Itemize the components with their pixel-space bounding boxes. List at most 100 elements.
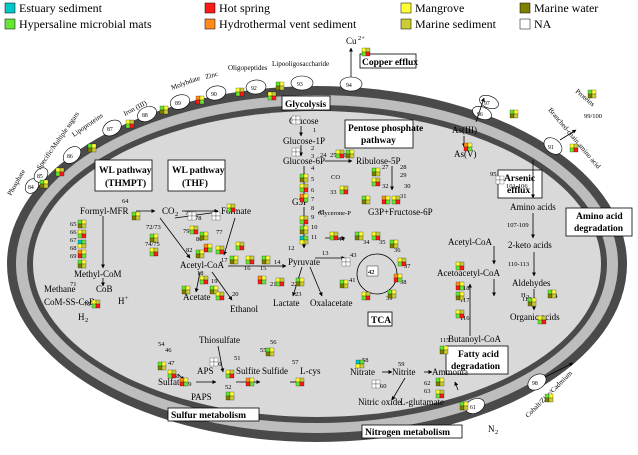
gene-tile — [391, 293, 397, 299]
step-number-34: 34 — [363, 239, 370, 246]
gene-tile — [354, 231, 360, 237]
gene-tile-group — [345, 149, 355, 159]
gene-tile — [389, 243, 395, 249]
gene-tile — [193, 225, 199, 231]
legend-swatch-estuary — [4, 2, 16, 14]
compound-acetyl-coa-2: Acetyl-CoA — [448, 237, 492, 247]
step-number-74-75: 74/75 — [145, 241, 160, 248]
legend-swatch-hydrothermal — [204, 18, 216, 30]
gene-tile-group — [389, 239, 399, 249]
gene-tile — [229, 391, 235, 397]
gene-tile — [537, 315, 543, 321]
gene-tile-group — [587, 89, 597, 99]
oval-94: 94 — [339, 76, 363, 92]
compound-hplus: H+ — [118, 295, 129, 306]
step-number-63: 63 — [424, 388, 431, 395]
label-zinc: Zinc — [204, 70, 218, 81]
gene-tile — [397, 277, 403, 283]
step-number-17: 17 — [221, 257, 228, 264]
gene-tile-group — [455, 281, 465, 291]
svg-text:85: 85 — [37, 174, 43, 180]
compound-acetate: Acetate — [183, 292, 210, 302]
gene-tile — [193, 229, 199, 235]
gene-tile — [209, 285, 215, 291]
gene-tile-group — [509, 109, 519, 119]
gene-tile — [365, 295, 371, 301]
gene-tile — [125, 119, 131, 125]
compound-glucose-6p: Glucose-6P — [283, 156, 325, 166]
compound-2-keto-acids: 2-keto acids — [508, 240, 552, 250]
gene-tile-group — [209, 357, 219, 367]
step-number-52: 52 — [225, 384, 232, 391]
gene-tile — [195, 253, 201, 259]
gene-tile — [391, 199, 397, 205]
gene-tile — [226, 207, 232, 213]
gene-tile — [395, 195, 401, 201]
gene-tile — [269, 351, 275, 357]
gene-tile — [229, 369, 235, 375]
legend-swatch-na — [519, 18, 531, 30]
gene-tile — [455, 291, 461, 297]
step-number-39: 39 — [386, 295, 393, 302]
gene-tile-group — [235, 87, 245, 97]
svg-text:2: 2 — [495, 429, 498, 436]
gene-tile-group — [275, 81, 285, 91]
gene-tile — [269, 347, 275, 353]
step-number-72-73: 72/73 — [146, 224, 161, 231]
gene-tile — [463, 146, 469, 152]
gene-tile — [295, 119, 301, 125]
step-number-67: 67 — [70, 237, 77, 244]
gene-tile — [435, 389, 441, 395]
step-number-28: 28 — [400, 164, 407, 171]
gene-tile — [459, 285, 465, 291]
step-number-118: 118 — [460, 285, 470, 292]
pathway-nitrogen: Nitrogen metabolism — [365, 428, 450, 438]
gene-tile — [544, 397, 550, 403]
gene-tile — [455, 281, 461, 287]
pathway-boxes: WL pathway (THMPT) WL pathway (THF) Glyc… — [94, 53, 633, 439]
gene-tile — [439, 349, 445, 355]
gene-tile — [341, 261, 347, 267]
svg-text:84: 84 — [28, 185, 34, 191]
step-number-15: 15 — [260, 265, 267, 272]
gene-tile — [225, 391, 231, 397]
gene-tile — [459, 265, 465, 271]
step-number-47: 47 — [168, 360, 175, 367]
step-number-9: 9 — [311, 214, 314, 221]
step-number-33: 33 — [330, 189, 337, 196]
gene-tile-group — [335, 149, 345, 159]
gene-tile — [299, 197, 305, 203]
gene-tile — [43, 183, 49, 189]
svg-text:Cu: Cu — [346, 36, 357, 46]
gene-tile-group — [39, 179, 49, 189]
gene-tile — [195, 249, 201, 255]
pathway-tca: TCA — [371, 316, 391, 326]
step-number-6: 6 — [311, 187, 315, 194]
gene-tile — [391, 289, 397, 295]
gene-tile — [397, 261, 403, 267]
gene-tile — [279, 281, 285, 287]
gene-tile-group — [371, 231, 381, 241]
svg-text:2: 2 — [85, 317, 88, 324]
gene-tile — [299, 177, 305, 183]
gene-tile — [459, 261, 465, 267]
gene-tile — [439, 345, 445, 351]
compounds: Glucose Glucose-1P Glucose-6P Ribulose-5… — [44, 35, 560, 436]
gene-tile-group — [435, 377, 445, 387]
range-101-106: 101-106 — [506, 183, 528, 190]
gene-tile — [371, 379, 377, 385]
compound-ethanol: Ethanol — [230, 304, 258, 314]
gene-tile-group — [371, 177, 381, 187]
gene-tile — [349, 153, 355, 159]
gene-tile — [459, 291, 465, 297]
compound-nitric-oxide: Nitric oxide — [358, 397, 401, 407]
gene-tile — [77, 263, 83, 269]
gene-tile — [345, 149, 351, 155]
gene-tile-group — [527, 297, 537, 307]
gene-tile — [303, 219, 309, 225]
gene-tile — [215, 295, 221, 301]
gene-tile — [345, 257, 351, 263]
gene-tile-group — [455, 309, 465, 319]
